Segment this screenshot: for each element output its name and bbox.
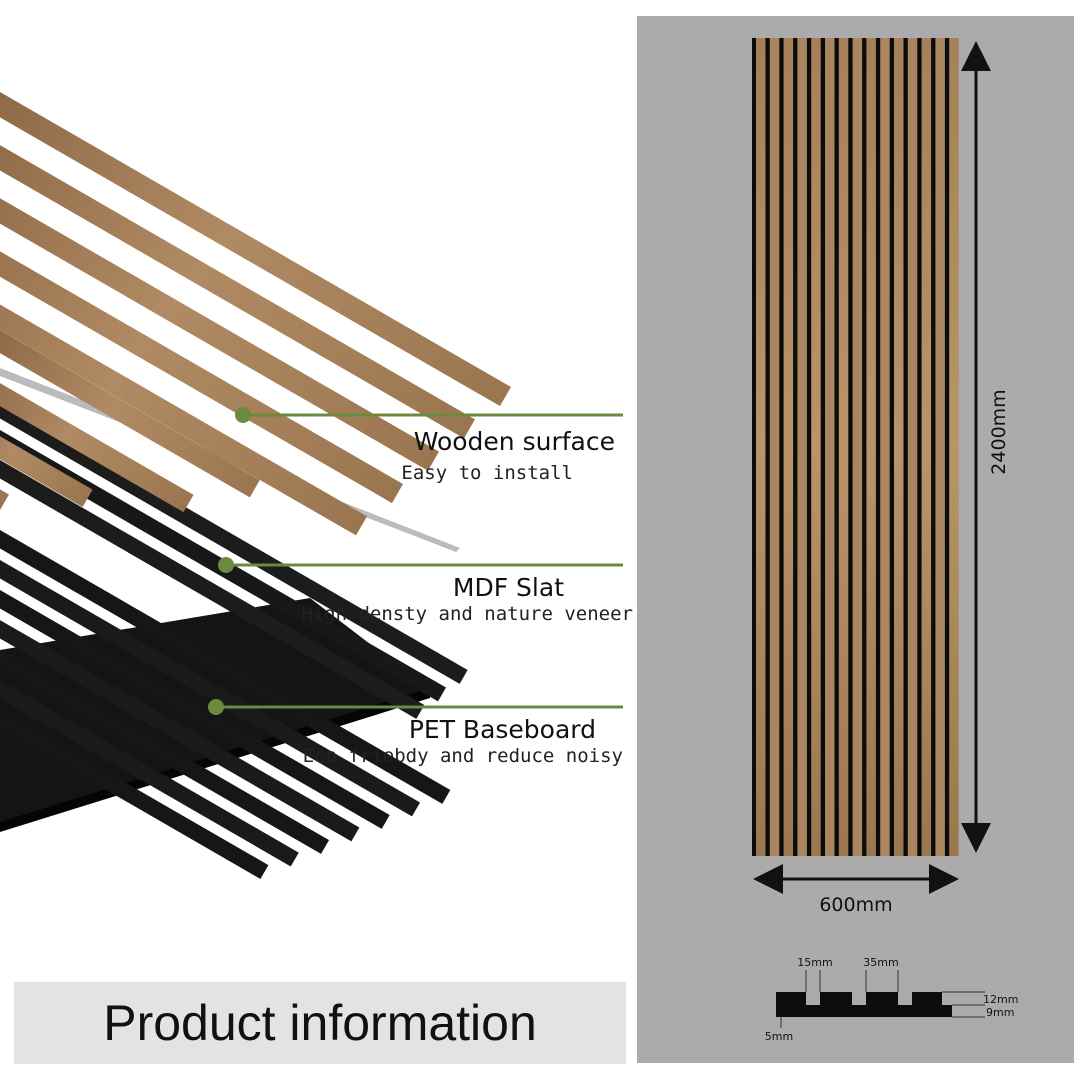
exploded-layer-illustration (0, 92, 511, 879)
product-information-banner: Product information (14, 982, 626, 1064)
panel-wood-slat (811, 38, 821, 856)
leader-pet-baseboard (208, 699, 623, 715)
panel-front-view (752, 38, 959, 856)
slat-thickness-label: 9mm (986, 1006, 1014, 1019)
height-label: 2400mm (988, 389, 1010, 474)
width-label: 600mm (819, 894, 892, 916)
slat-width-label: 35mm (863, 956, 898, 969)
product-information-title: Product information (103, 995, 537, 1051)
panel-wood-slat (797, 38, 807, 856)
slat-spacing-label: 15mm (797, 956, 832, 969)
panel-wood-slat (921, 38, 932, 856)
panel-wood-slat (894, 38, 904, 856)
panel-wood-slat (880, 38, 890, 856)
panel-wood-slat (907, 38, 918, 856)
panel-wood-slat (852, 38, 863, 856)
mdf-slat-subtitle: High densty and nature veneer (301, 603, 633, 625)
leader-wooden-surface (235, 407, 623, 423)
panel-wood-slat (756, 38, 766, 856)
panel-wood-slat (783, 38, 794, 856)
panel-wood-slat (838, 38, 849, 856)
panel-wood-slat (935, 38, 945, 856)
base-thickness-label: 5mm (765, 1030, 793, 1043)
panel-wood-slat (866, 38, 876, 856)
mdf-slat-title: MDF Slat (453, 573, 564, 602)
panel-wood-slat (949, 38, 959, 856)
total-thickness-label: 12mm (983, 993, 1018, 1006)
pet-baseboard-subtitle: Eco friebdy and reduce noisy (303, 745, 623, 767)
wooden-surface-subtitle: Easy to install (401, 462, 573, 484)
leader-mdf-slat (218, 557, 623, 573)
wooden-surface-title: Wooden surface (414, 427, 615, 456)
pet-baseboard-title: PET Baseboard (409, 715, 596, 744)
cross-section-profile (776, 970, 985, 1028)
panel-wood-slat (825, 38, 835, 856)
wooden-surface-layer (0, 92, 511, 536)
panel-wood-slat (769, 38, 780, 856)
